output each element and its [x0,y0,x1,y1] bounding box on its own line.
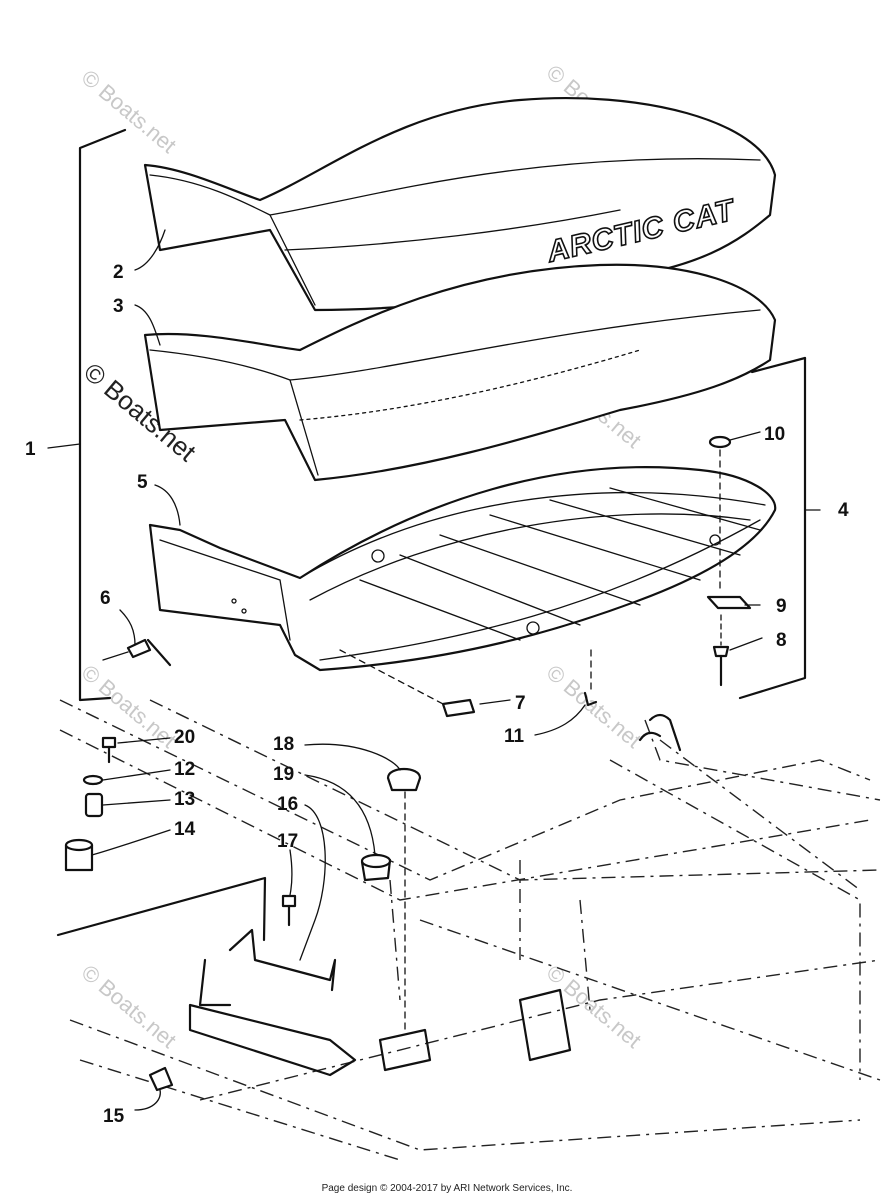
watermark: © Boats.net [542,960,646,1053]
group-brackets [78,128,807,702]
latch-part-16 [228,928,337,992]
frame-mount [188,1003,357,1077]
callout-10: 10 [764,424,785,445]
callout-18: 18 [273,734,294,755]
callout-14: 14 [174,819,196,840]
callout-15: 15 [103,1106,125,1127]
bolt-part-20 [101,736,117,749]
hardware-parts [56,435,752,1092]
washer-part-12 [82,774,104,786]
callout-12: 12 [174,759,195,780]
callout-3: 3 [113,296,124,317]
callout-2: 2 [113,262,124,283]
clip-part-11 [583,691,598,707]
callout-8: 8 [776,630,787,651]
callout-5: 5 [137,472,148,493]
cap-part-15 [148,1066,174,1092]
callout-9: 9 [776,596,787,617]
callout-4: 4 [838,500,849,521]
pin-part-6 [126,638,152,659]
callout-1: 1 [25,439,36,460]
spacer-part-13 [84,792,104,818]
seat-foam [143,263,777,482]
callout-20: 20 [174,727,195,748]
callout-16: 16 [277,794,298,815]
callout-11: 11 [504,726,525,747]
frame-outline [59,699,881,1161]
clip-part-9 [706,595,752,610]
callout-labels: 1 2 3 4 5 6 7 8 9 10 11 12 13 14 15 16 1… [25,262,849,1127]
plate-part-7 [441,698,476,718]
plug-part-10 [708,435,732,449]
cap-part-18 [386,767,422,792]
seat-base [148,466,777,672]
callout-7: 7 [515,693,526,714]
leader-lines [47,229,821,1111]
callout-19: 19 [273,764,294,785]
rivet-part-8 [712,645,730,658]
callout-6: 6 [100,588,111,609]
watermark: © Boats.net [77,960,181,1053]
footer-copyright: Page design © 2004-2017 by ARI Network S… [321,1183,573,1194]
watermark: © Boats.net [542,660,646,753]
callout-17: 17 [277,831,298,852]
bolt-part-17 [281,894,297,908]
callout-13: 13 [174,789,195,810]
